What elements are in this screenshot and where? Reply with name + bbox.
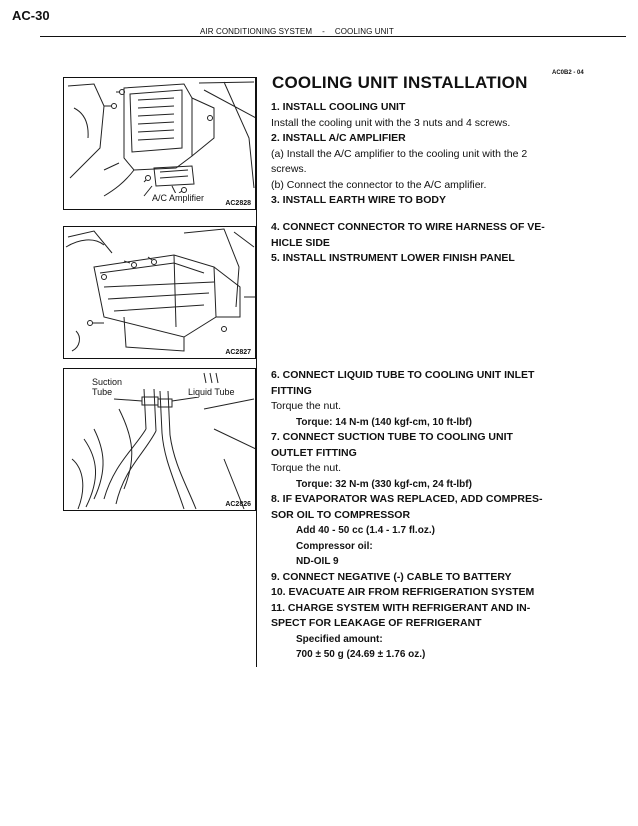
page-code: AC-30 bbox=[12, 8, 50, 23]
step-heading: 9. CONNECT NEGATIVE (-) CABLE TO BATTERY bbox=[271, 570, 512, 583]
step-heading: 3. INSTALL EARTH WIRE TO BODY bbox=[271, 194, 447, 206]
instruction-block-2: 4. CONNECT CONNECTOR TO WIRE HARNESS OF … bbox=[271, 220, 603, 267]
figure-label-suction: Suction bbox=[92, 377, 123, 387]
figure-label-ac-amplifier: A/C Amplifier bbox=[152, 193, 205, 203]
figure-code: AC2826 bbox=[225, 501, 251, 508]
spec-amount: 700 ± 50 g (24.69 ± 1.76 oz.) bbox=[296, 649, 426, 660]
torque-spec: Torque: 32 N-m (330 kgf-cm, 24 ft-lbf) bbox=[296, 478, 472, 490]
step-text: Install the cooling unit with the 3 nuts… bbox=[271, 116, 511, 129]
header-section: AIR CONDITIONING SYSTEM bbox=[200, 27, 313, 36]
torque-spec: Torque: 14 N-m (140 kgf-cm, 10 ft-lbf) bbox=[296, 416, 472, 428]
header-subsection: COOLING UNIT bbox=[334, 27, 394, 36]
tubes-illustration bbox=[71, 372, 255, 510]
figure-label-liquid-tube: Liquid Tube bbox=[188, 387, 235, 397]
column-divider bbox=[256, 77, 257, 667]
lower-panel-illustration bbox=[65, 228, 255, 352]
step-heading: 6. CONNECT LIQUID TUBE TO COOLING UNIT I… bbox=[271, 369, 535, 381]
step-heading: 5. INSTALL INSTRUMENT LOWER FINISH PANEL bbox=[271, 252, 515, 264]
step-heading: 2. INSTALL A/C AMPLIFIER bbox=[271, 132, 406, 144]
step-text: Torque the nut. bbox=[271, 400, 342, 412]
oil-type-label: Compressor oil: bbox=[296, 540, 373, 552]
step-heading: FITTING bbox=[271, 384, 312, 397]
section-title: COOLING UNIT INSTALLATION bbox=[272, 73, 528, 92]
step-text: screws. bbox=[271, 163, 307, 175]
step-heading: HICLE SIDE bbox=[271, 236, 330, 249]
figure-label-tube: Tube bbox=[92, 387, 113, 397]
step-text: (a) Install the A/C amplifier to the coo… bbox=[271, 147, 528, 160]
oil-type: ND-OIL 9 bbox=[296, 556, 339, 567]
header-separator: - bbox=[322, 27, 325, 36]
step-text: (b) Connect the connector to the A/C amp… bbox=[271, 178, 487, 191]
figure-lower-panel: AC2827 bbox=[63, 226, 256, 359]
step-heading: 10. EVACUATE AIR FROM REFRIGERATION SYST… bbox=[271, 586, 535, 598]
step-heading: 4. CONNECT CONNECTOR TO WIRE HARNESS OF … bbox=[271, 221, 545, 233]
step-heading: SOR OIL TO COMPRESSOR bbox=[271, 508, 411, 521]
cooling-unit-illustration bbox=[67, 81, 255, 201]
step-heading: 1. INSTALL COOLING UNIT bbox=[271, 101, 406, 113]
instruction-block-1: 1. INSTALL COOLING UNIT Install the cool… bbox=[271, 100, 603, 209]
step-heading: 11. CHARGE SYSTEM WITH REFRIGERANT AND I… bbox=[271, 601, 531, 614]
step-text: Torque the nut. bbox=[271, 462, 342, 474]
running-header: AIR CONDITIONING SYSTEM-COOLING UNIT bbox=[200, 27, 394, 36]
figure-code: AC2827 bbox=[225, 349, 251, 356]
header-rule bbox=[40, 36, 626, 37]
spec-label: Specified amount: bbox=[296, 633, 383, 645]
document-code: AC0B2 - 04 bbox=[552, 70, 584, 76]
figure-cooling-unit: A/C Amplifier AC2828 bbox=[63, 77, 256, 210]
instruction-block-3: 6. CONNECT LIQUID TUBE TO COOLING UNIT I… bbox=[271, 368, 603, 663]
step-heading: OUTLET FITTING bbox=[271, 446, 357, 459]
step-heading: 8. IF EVAPORATOR WAS REPLACED, ADD COMPR… bbox=[271, 493, 543, 505]
figure-code: AC2828 bbox=[225, 200, 251, 207]
figure-tubes: Suction Tube Liquid Tube AC2826 bbox=[63, 368, 256, 511]
step-heading: SPECT FOR LEAKAGE OF REFRIGERANT bbox=[271, 617, 482, 629]
step-heading: 7. CONNECT SUCTION TUBE TO COOLING UNIT bbox=[271, 431, 513, 443]
oil-amount: Add 40 - 50 cc (1.4 - 1.7 fl.oz.) bbox=[296, 525, 435, 536]
